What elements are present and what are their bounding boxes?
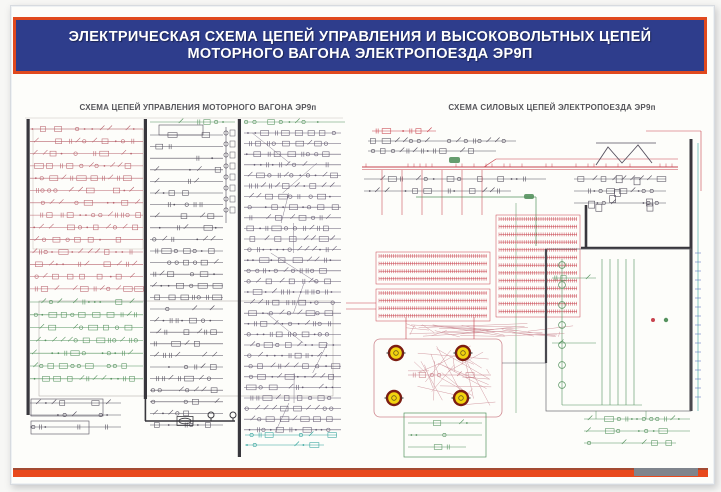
- title-line-2: МОТОРНОГО ВАГОНА ЭЛЕКТРОПОЕЗДА ЭР9П: [187, 46, 533, 62]
- poster-sheet: ЭЛЕКТРИЧЕСКАЯ СХЕМА ЦЕПЕЙ УПРАВЛЕНИЯ И В…: [10, 5, 715, 485]
- traction-motor-icon: [384, 389, 404, 407]
- title-line-1: ЭЛЕКТРИЧЕСКАЯ СХЕМА ЦЕПЕЙ УПРАВЛЕНИЯ И В…: [68, 29, 652, 45]
- traction-motor-icon: [451, 389, 471, 407]
- traction-motor-icon: [453, 344, 473, 362]
- right-diagram-caption: СХЕМА СИЛОВЫХ ЦЕПЕЙ ЭЛЕКТРОПОЕЗДА ЭР9п: [448, 103, 656, 112]
- traction-motor-icon: [386, 344, 406, 362]
- traction-motors-group: [384, 344, 473, 407]
- footer-stripe-tag: [634, 468, 698, 476]
- title-banner: ЭЛЕКТРИЧЕСКАЯ СХЕМА ЦЕПЕЙ УПРАВЛЕНИЯ И В…: [13, 17, 707, 74]
- control-circuits-schematic: [25, 117, 345, 457]
- power-circuits-schematic: [346, 127, 702, 458]
- left-diagram-caption: СХЕМА ЦЕПЕЙ УПРАВЛЕНИЯ МОТОРНОГО ВАГОНА …: [79, 103, 317, 112]
- footer-stripe: [13, 468, 708, 477]
